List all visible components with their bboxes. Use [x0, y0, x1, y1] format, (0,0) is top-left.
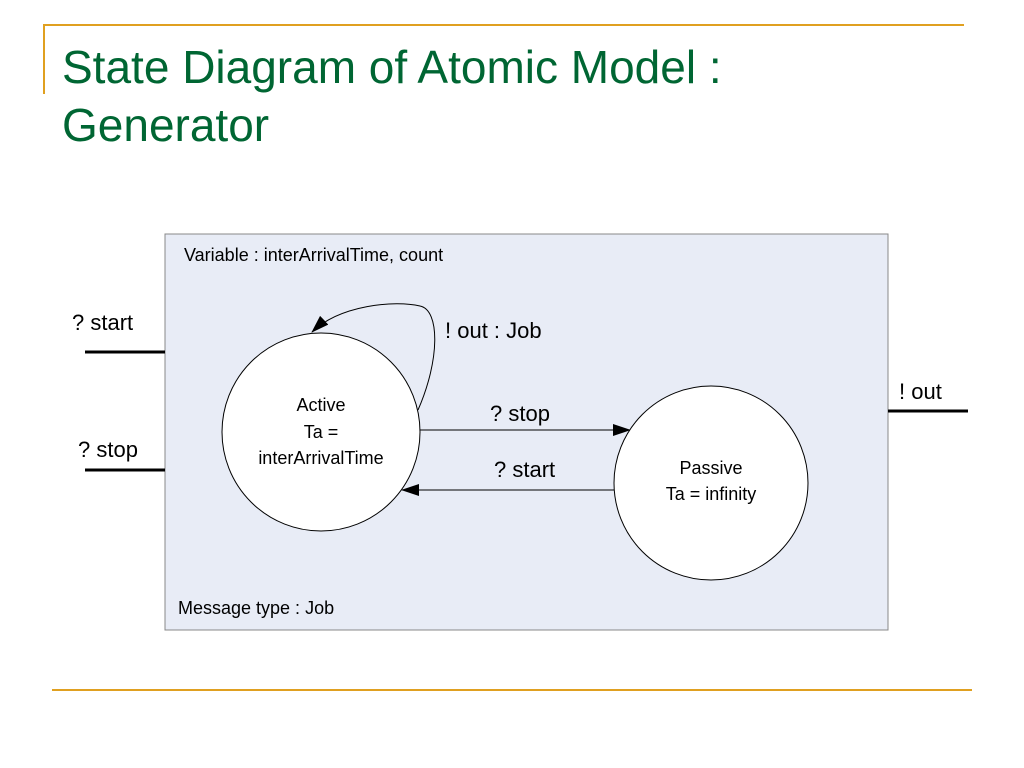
active-state-circle — [221, 332, 421, 532]
title-line-1: State Diagram of Atomic Model : — [62, 41, 722, 93]
transition-stop-label: ? stop — [490, 401, 550, 426]
passive-state-circle — [613, 385, 809, 581]
active-state-name: Active — [296, 395, 345, 415]
passive-state-name: Passive — [679, 458, 742, 478]
slide-title: State Diagram of Atomic Model : Generato… — [62, 38, 962, 154]
message-type-label: Message type : Job — [178, 598, 334, 618]
title-line-2: Generator — [62, 99, 270, 151]
passive-state-ta: Ta = infinity — [666, 484, 757, 504]
transition-start-label: ? start — [494, 457, 555, 482]
active-state-ta-line1: Ta = — [304, 422, 339, 442]
output-port-out-label: ! out — [899, 379, 942, 404]
variable-label: Variable : interArrivalTime, count — [184, 245, 443, 265]
input-port-start-label: ? start — [72, 310, 133, 335]
active-state-ta-line2: interArrivalTime — [258, 448, 383, 468]
self-loop-label: ! out : Job — [445, 318, 542, 343]
input-port-stop-label: ? stop — [78, 437, 138, 462]
self-loop-transition — [311, 303, 436, 411]
